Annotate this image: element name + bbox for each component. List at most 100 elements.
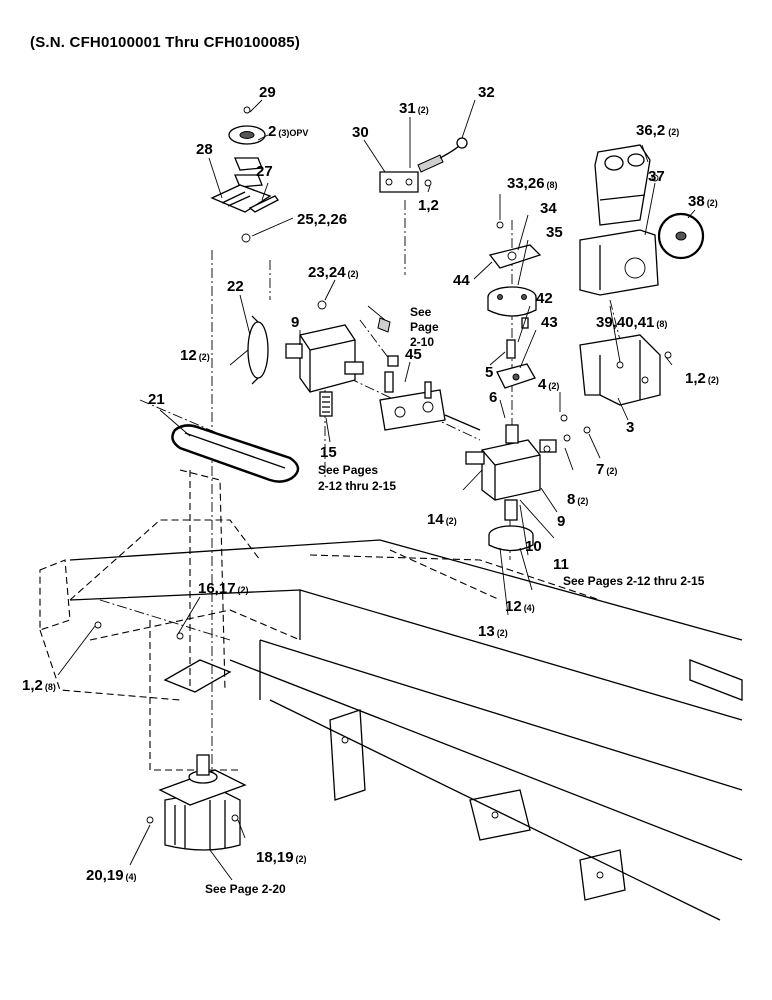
svg-text:See Pages: See Pages [318,463,378,477]
right-gearbox [465,414,591,552]
callout-38-label: 38 [688,193,705,210]
callout-1-2-bracket-qty: (2) [708,375,719,385]
svg-text:22: 22 [227,278,244,295]
svg-text:3: 3 [626,419,634,436]
svg-text:43: 43 [541,314,558,331]
svg-text:9: 9 [291,314,299,331]
svg-text:11: 11 [553,556,569,573]
callout-6: 6 [489,389,497,406]
svg-text:1,2(8): 1,2(8) [22,677,56,694]
svg-text:42: 42 [536,290,553,307]
svg-text:34: 34 [540,200,557,217]
svg-text:25,2,26: 25,2,26 [297,211,347,228]
svg-text:35: 35 [546,224,563,241]
svg-text:Page: Page [410,320,439,334]
callout-32: 32 [478,84,495,101]
driveline-shaft [379,371,481,431]
serial-number-range: (S.N. CFH0100001 Thru CFH0100085) [30,34,301,51]
callout-23-24-label: 23,24 [308,264,346,281]
callout-16-17-qty: (2) [238,585,249,595]
callout-35: 35 [546,224,563,241]
callout-31-qty: (2) [418,105,429,115]
callout-7-label: 7 [596,461,604,478]
callout-15: 15 [320,444,337,461]
callout-4-qty: (2) [548,381,559,391]
svg-text:16,17(2): 16,17(2) [198,580,249,597]
note-see-page-2-10-line2: Page [410,320,439,334]
callout-2-qty: (3)OPV [278,128,308,138]
svg-text:See Page 2-20: See Page 2-20 [205,882,286,896]
callout-23-24-qty: (2) [348,269,359,279]
callout-34: 34 [540,200,557,217]
callout-18-19-label: 18,19 [256,849,294,866]
svg-text:9: 9 [557,513,565,530]
svg-text:15: 15 [320,444,337,461]
svg-text:32: 32 [478,84,495,101]
callout-16-17-label: 16,17 [198,580,236,597]
callout-9-right: 9 [557,513,565,530]
callout-31-label: 31 [399,100,416,117]
callout-11: 11 [553,556,569,573]
svg-text:7(2): 7(2) [596,461,617,478]
callout-27: 27 [256,163,273,180]
svg-text:See Pages 2-12 thru 2-15: See Pages 2-12 thru 2-15 [563,574,705,588]
callout-38-qty: (2) [707,198,718,208]
callout-29: 29 [259,84,276,101]
callout-33-26-label: 33,26 [507,175,545,192]
callout-12-4-qty: (4) [524,603,535,613]
callout-20-19-label: 20,19 [86,867,124,884]
callout-14-qty: (2) [446,516,457,526]
svg-text:39,40,41(8): 39,40,41(8) [596,314,667,331]
svg-text:See: See [410,305,432,319]
svg-text:33,26(8): 33,26(8) [507,175,558,192]
callout-42: 42 [536,290,553,307]
callout-4-label: 4 [538,376,547,393]
left-gearbox [247,300,399,417]
callout-1-2-frame-label: 1,2 [22,677,43,694]
note-see-pages-left-line1: See Pages [318,463,378,477]
leader-lines [57,99,696,881]
svg-text:37: 37 [648,168,665,185]
callout-1-2-sensor: 1,2 [418,197,439,214]
coupler-stack [487,221,542,389]
callout-30: 30 [352,124,369,141]
svg-text:30: 30 [352,124,369,141]
svg-text:8(2): 8(2) [567,491,588,508]
callout-20-19-qty: (4) [126,872,137,882]
svg-text:13(2): 13(2) [478,623,508,640]
callout-5: 5 [485,364,493,381]
svg-text:5: 5 [485,364,493,381]
callout-39-40-41-label: 39,40,41 [596,314,654,331]
svg-text:2(3)OPV: 2(3)OPV [268,123,308,140]
callout-13-label: 13 [478,623,495,640]
svg-text:28: 28 [196,141,213,158]
callout-labels: 29 2(3)OPV 28 27 25,2,26 30 31(2) 32 1,2… [22,84,719,884]
svg-text:1,2: 1,2 [418,197,439,214]
note-see-page-2-10-line3: 2-10 [410,335,434,349]
svg-text:31(2): 31(2) [399,100,429,117]
callout-10: 10 [525,538,542,555]
note-see-page-2-20: See Page 2-20 [205,882,286,896]
drive-belt [171,424,300,483]
callout-3: 3 [626,419,634,436]
callout-2-label: 2 [268,123,276,140]
callout-43: 43 [541,314,558,331]
callout-22: 22 [227,278,244,295]
svg-text:12(4): 12(4) [505,598,535,615]
callout-36-2-qty: (2) [668,127,679,137]
svg-text:44: 44 [453,272,470,289]
svg-text:21: 21 [148,391,165,408]
reference-notes: See Page 2-10 See Pages 2-12 thru 2-15 S… [205,305,705,896]
svg-text:36,2(2): 36,2(2) [636,122,679,139]
callout-33-26-qty: (8) [547,180,558,190]
lower-motor-assembly [94,621,247,851]
callout-25-2-26: 25,2,26 [297,211,347,228]
callout-21: 21 [148,391,165,408]
callout-18-19-qty: (2) [296,854,307,864]
callout-14-label: 14 [427,511,444,528]
callout-12-4-label: 12 [505,598,522,615]
callout-36-2-label: 36,2 [636,122,665,139]
sensor-assembly [379,137,468,193]
